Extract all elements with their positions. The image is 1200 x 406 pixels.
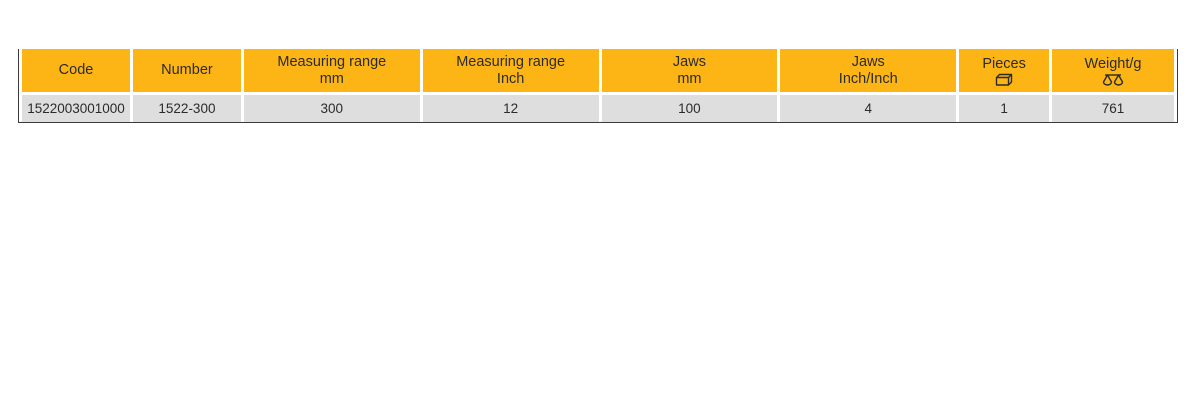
header-code-label: Code xyxy=(58,62,94,78)
balance-scale-icon xyxy=(1102,73,1124,86)
header-measuring-range-inch: Measuring range Inch xyxy=(422,49,599,95)
table-header-row: Code Number Measuring range mm Measuring… xyxy=(22,49,1174,95)
cell-code: 1522003001000 xyxy=(22,95,130,122)
header-jaws-mm-unit: mm xyxy=(677,70,702,87)
header-pieces-label: Pieces xyxy=(982,55,1026,72)
cell-pieces: 1 xyxy=(959,95,1050,122)
header-weight: Weight/g xyxy=(1052,49,1174,95)
header-jaws-inch-unit: Inch/Inch xyxy=(838,70,898,87)
cell-jaws-inch: 4 xyxy=(780,95,957,122)
header-jaws-mm-label: Jaws xyxy=(672,53,706,70)
package-box-icon xyxy=(995,73,1013,86)
cell-jaws-mm: 100 xyxy=(601,95,778,122)
header-measuring-range-mm-unit: mm xyxy=(319,70,344,87)
header-weight-label: Weight/g xyxy=(1084,55,1142,72)
header-measuring-range-mm-label: Measuring range xyxy=(277,53,387,70)
header-measuring-range-mm: Measuring range mm xyxy=(243,49,420,95)
header-number: Number xyxy=(132,49,241,95)
product-spec-table: Code Number Measuring range mm Measuring… xyxy=(18,49,1178,123)
header-pieces: Pieces xyxy=(959,49,1050,95)
cell-measuring-range-inch: 12 xyxy=(422,95,599,122)
header-jaws-mm: Jaws mm xyxy=(601,49,778,95)
cell-number: 1522-300 xyxy=(132,95,241,122)
header-measuring-range-inch-unit: Inch xyxy=(496,70,525,87)
cell-measuring-range-mm: 300 xyxy=(243,95,420,122)
header-code: Code xyxy=(22,49,130,95)
header-measuring-range-inch-label: Measuring range xyxy=(456,53,566,70)
header-number-label: Number xyxy=(161,62,213,78)
table-row: 1522003001000 1522-300 300 12 100 4 1 76… xyxy=(22,95,1174,122)
cell-weight: 761 xyxy=(1052,95,1174,122)
header-jaws-inch: Jaws Inch/Inch xyxy=(780,49,957,95)
header-jaws-inch-label: Jaws xyxy=(851,53,885,70)
